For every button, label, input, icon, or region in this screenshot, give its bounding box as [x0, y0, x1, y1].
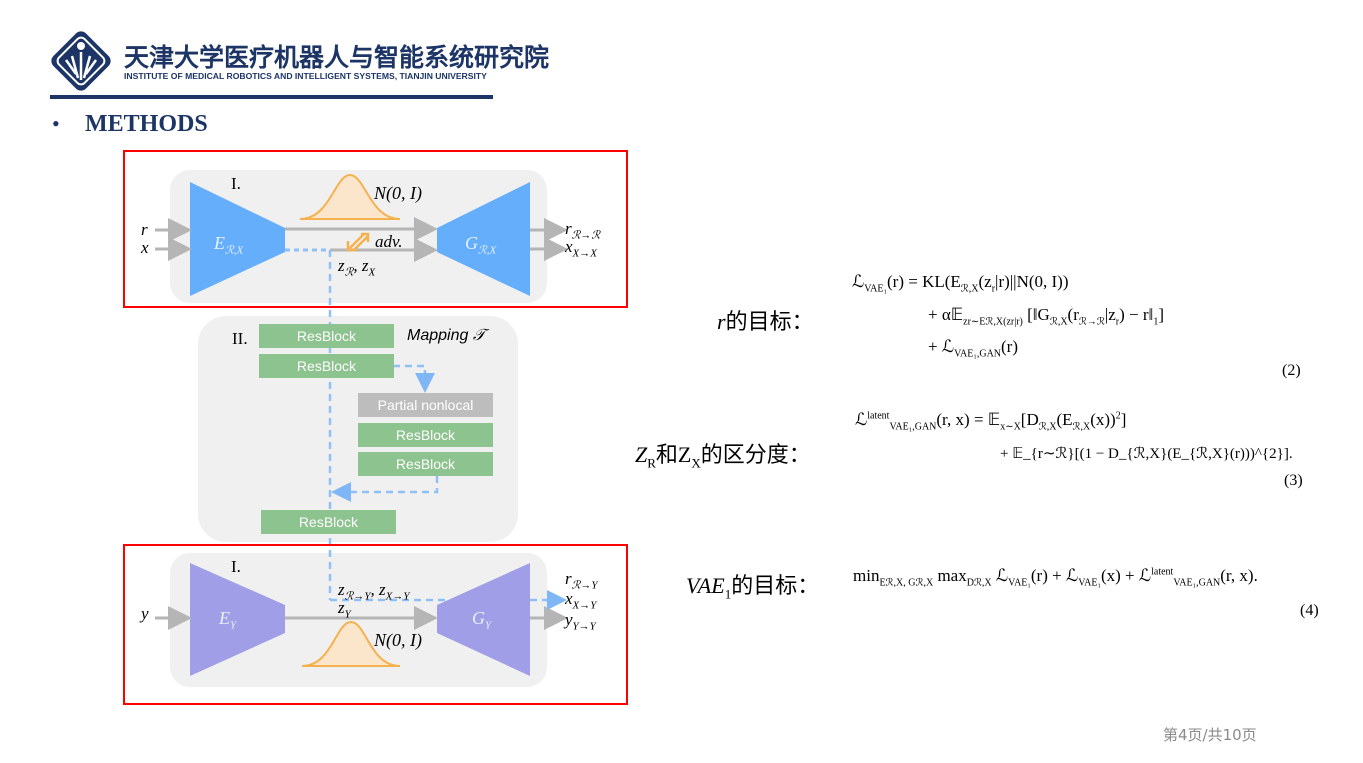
goal-label-r: r的目标：	[717, 309, 814, 334]
highlight-box-top	[123, 150, 628, 308]
adv-label: adv.	[375, 232, 403, 251]
architecture-diagram	[123, 150, 628, 705]
equation-2-line-1: ℒVAE₁(r) = KL(Eℛ,X(zr|r)||N(0, I))	[852, 272, 1069, 295]
equation-2-line-2: + α𝔼zr∼Eℛ,X(zr|r) [‖Gℛ,X(rℛ→ℛ|zr) − r‖1]	[928, 305, 1164, 328]
stage-label-top: I.	[231, 174, 241, 193]
input-r: r	[141, 220, 148, 239]
equation-3-line-1: ℒlatentVAE₁,GAN(r, x) = 𝔼x∼X[Dℛ,X(Eℛ,X(x…	[855, 410, 1127, 433]
gaussian-bottom	[301, 620, 401, 667]
institute-title-en: INSTITUTE OF MEDICAL ROBOTICS AND INTELL…	[124, 71, 487, 81]
decoder-y-label: GY	[472, 608, 492, 632]
partial-nonlocal-block: Partial nonlocal	[358, 393, 493, 417]
decoder-rx-shape	[437, 182, 530, 296]
logo	[51, 31, 111, 91]
bullet: •	[52, 111, 60, 136]
institute-title-cn: 天津大学医疗机器人与智能系统研究院	[124, 43, 550, 72]
input-y: y	[141, 604, 149, 623]
header-divider	[50, 95, 493, 99]
encoder-rx-shape	[190, 182, 285, 296]
output-x-y: xX→Y	[565, 589, 597, 612]
stage-label-mapping: II.	[232, 329, 248, 348]
goal-label-vae1: VAE1的目标：	[686, 573, 820, 602]
latent-label-bottom: zY	[338, 598, 351, 621]
encoder-rx-label: Eℛ,X	[214, 233, 244, 257]
highlight-box-bottom	[123, 544, 628, 705]
resblock-3: ResBlock	[358, 423, 493, 447]
resblock-5: ResBlock	[261, 510, 396, 534]
mapping-title: Mapping 𝒯	[407, 327, 486, 344]
decoder-rx-label: Gℛ,X	[465, 233, 497, 257]
stage1-top-panel	[170, 170, 547, 303]
gaussian-top	[299, 173, 401, 220]
resblock-4: ResBlock	[358, 452, 493, 476]
resblock-2: ResBlock	[259, 354, 394, 378]
stage-label-bottom: I.	[231, 557, 241, 576]
goal-label-z: ZR和ZX的区分度：	[635, 442, 811, 471]
equation-4-number: (4)	[1300, 602, 1319, 619]
stage1-bottom-panel	[170, 553, 547, 687]
output-x: xX→X	[565, 237, 597, 260]
section-title: METHODS	[85, 111, 208, 137]
prior-label-bottom: N(0, I)	[374, 630, 422, 650]
prior-label-top: N(0, I)	[374, 183, 422, 203]
mapped-latent-label: zℛ→Y, zX→Y	[338, 580, 410, 603]
equation-3-line-2: + 𝔼_{r∼ℛ}[(1 − D_{ℛ,X}(E_{ℛ,X}(r)))^{2}]…	[1000, 446, 1293, 462]
output-r: rℛ→ℛ	[565, 219, 601, 242]
adv-arrow-icon	[346, 232, 370, 252]
output-r-y: rℛ→Y	[565, 569, 598, 592]
resblock-1: ResBlock	[259, 324, 394, 348]
equation-4: minEℛ,X, Gℛ,X maxDℛ,X ℒVAE₁(r) + ℒVAE₁(x…	[853, 566, 1258, 589]
equation-2-line-3: + ℒVAE₁,GAN(r)	[928, 337, 1018, 360]
input-x: x	[141, 238, 149, 257]
equation-2-number: (2)	[1282, 362, 1301, 379]
equation-3-number: (3)	[1284, 472, 1303, 489]
encoder-y-shape	[190, 563, 285, 676]
output-y-y: yY→Y	[565, 610, 596, 633]
encoder-y-label: EY	[219, 608, 237, 632]
page-number: 第4页/共10页	[1163, 726, 1257, 744]
decoder-y-shape	[437, 563, 530, 676]
latent-label-top: zℛ, zX	[338, 256, 376, 279]
